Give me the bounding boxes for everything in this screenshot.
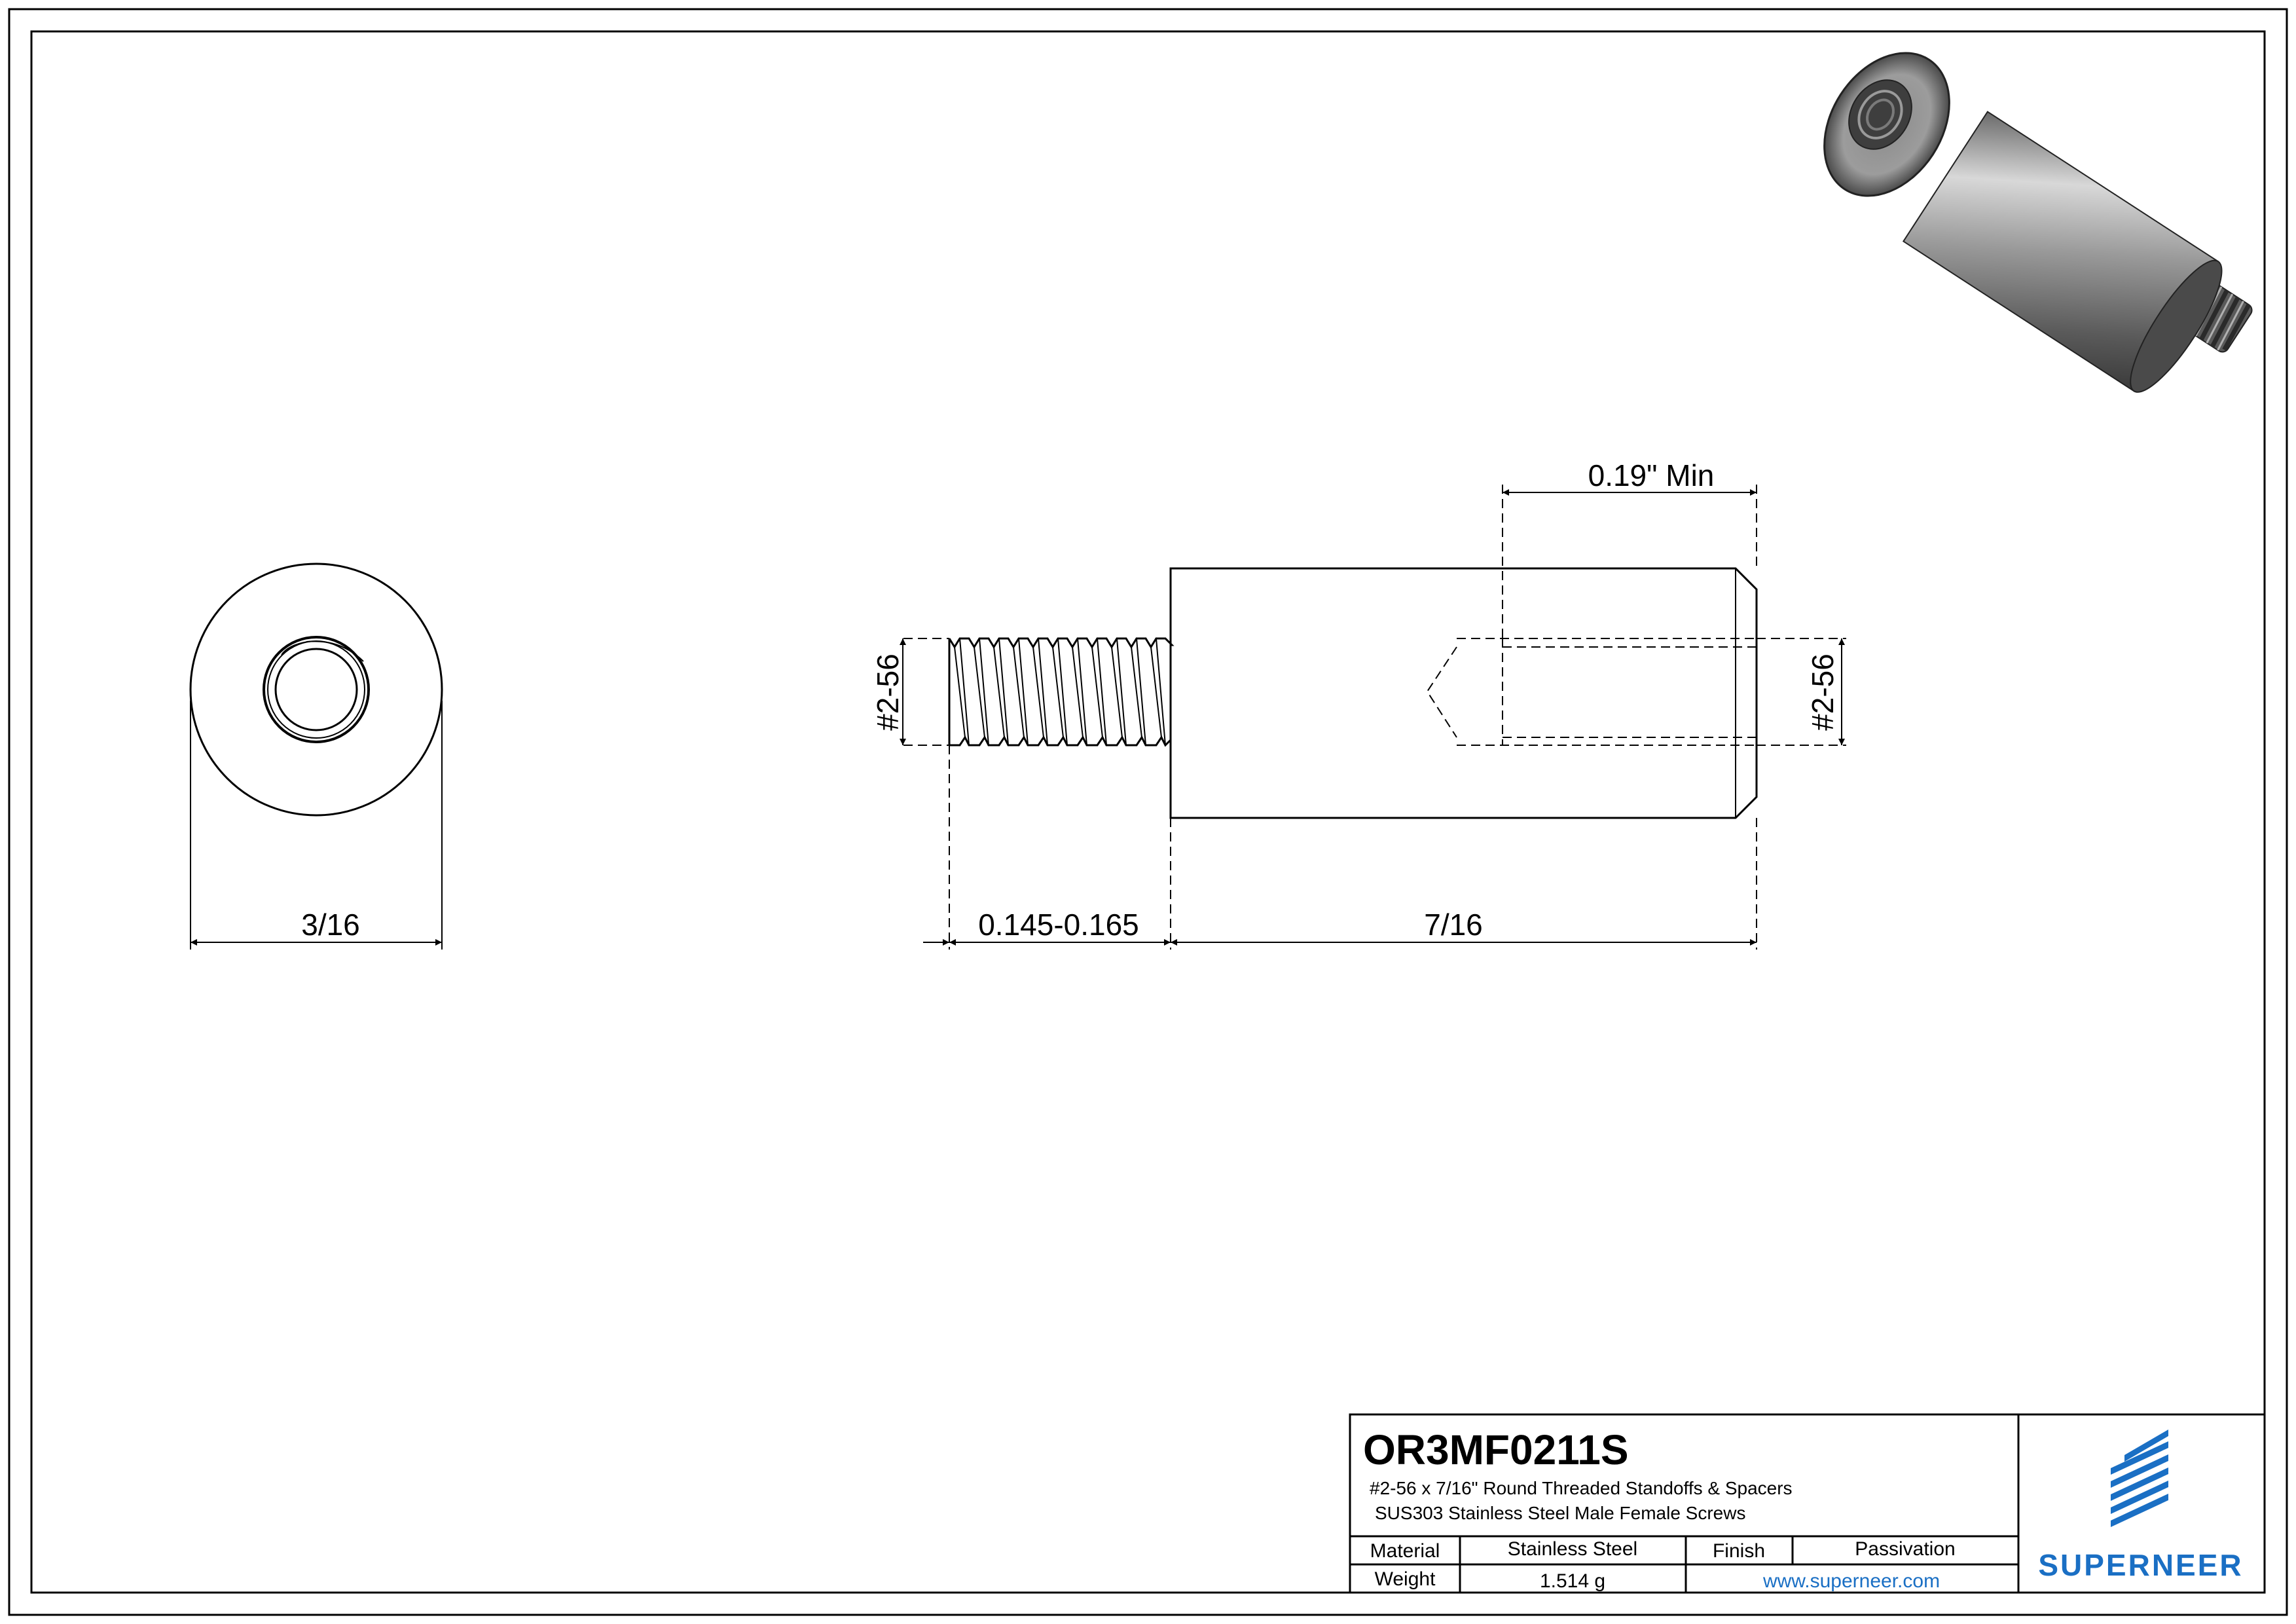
title-block: [1349, 1413, 2266, 1594]
end-view: [189, 563, 443, 950]
end-view-outer-circle: [189, 563, 443, 817]
weight-value: 1.514 g: [1540, 1570, 1605, 1592]
dim-female-thread-size: #2-56: [1806, 654, 1840, 731]
weight-label: Weight: [1375, 1568, 1436, 1590]
side-view: [900, 485, 1846, 950]
body-outline: [1169, 567, 1758, 819]
finish-value: Passivation: [1855, 1538, 1955, 1560]
dim-female-depth: 0.19" Min: [1588, 458, 1715, 492]
sheet-border-inner: [30, 30, 2266, 1594]
description-line-2: SUS303 Stainless Steel Male Female Screw…: [1375, 1503, 1745, 1523]
dim-male-thread-length: 0.145-0.165: [978, 908, 1139, 942]
brand-name: SUPERNEER: [2038, 1548, 2243, 1582]
finish-label: Finish: [1713, 1540, 1765, 1562]
material-label: Material: [1370, 1540, 1440, 1562]
dim-male-thread-size: #2-56: [871, 654, 905, 731]
end-view-thread-minor: [274, 648, 358, 731]
female-thread-hidden: [1426, 638, 1757, 746]
superneer-stripes-logo-icon: [2111, 1430, 2168, 1527]
dim-end-view-diameter: 3/16: [301, 908, 360, 942]
website-link[interactable]: www.superneer.com: [1762, 1570, 1940, 1592]
material-value: Stainless Steel: [1508, 1538, 1637, 1560]
description-line-1: #2-56 x 7/16" Round Threaded Standoffs &…: [1370, 1478, 1793, 1498]
dim-body-length: 7/16: [1424, 908, 1483, 942]
end-view-thread-major: [263, 636, 370, 743]
part-number: OR3MF0211S: [1363, 1426, 1629, 1473]
standoff-3d-render-icon: [1823, 52, 2253, 393]
sheet-border-outer: [8, 8, 2288, 1616]
